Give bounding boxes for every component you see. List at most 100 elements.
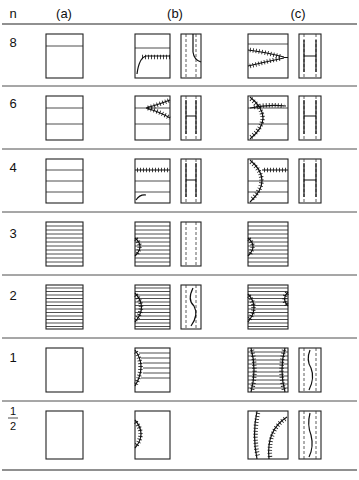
drawing-stroke (248, 50, 288, 66)
drawing-stroke (135, 288, 170, 327)
column-heading: (a) (56, 7, 72, 20)
row-number: 4 (9, 161, 16, 174)
drawing-stroke (304, 100, 316, 134)
drawing-stroke (135, 108, 170, 109)
row-half-panels (46, 411, 321, 459)
drawing-stroke (285, 293, 288, 305)
drawing-stroke (248, 411, 288, 459)
drawing-stroke (270, 419, 285, 457)
drawing-stroke (186, 285, 187, 329)
drawing-stroke (142, 55, 170, 60)
drawing-stroke (248, 288, 288, 327)
row-3-panels (46, 222, 288, 266)
drawing-stroke (248, 292, 288, 322)
drawing-stroke (136, 352, 141, 384)
drawing-stroke (135, 159, 170, 203)
drawing-stroke (264, 168, 288, 173)
drawing-stroke (46, 159, 83, 203)
drawing-stroke (186, 100, 196, 134)
fraction-numerator: 1 (10, 406, 16, 417)
drawing-stroke (135, 420, 141, 448)
row-number: 6 (9, 97, 16, 110)
fraction-denominator: 2 (10, 421, 16, 432)
drawing-stroke (135, 96, 170, 140)
drawing-stroke (250, 97, 286, 139)
drawing-stroke (299, 411, 321, 459)
drawing-stroke (135, 170, 170, 200)
drawing-stroke (135, 350, 141, 386)
drawing-stroke (190, 288, 196, 326)
drawing-stroke (46, 285, 83, 329)
drawing-stroke (196, 285, 197, 329)
drawing-stroke (304, 163, 316, 197)
drawing-stroke (46, 222, 83, 266)
drawing-stroke (249, 239, 253, 255)
drawing-stroke (2, 23, 357, 24)
drawing-stroke (46, 96, 83, 140)
column-heading: (b) (167, 7, 183, 20)
drawing-stroke (299, 34, 321, 78)
drawing-stroke (186, 163, 196, 197)
drawing-stroke (186, 222, 187, 266)
row-1-panels (46, 348, 321, 392)
drawing-stroke (251, 162, 262, 200)
drawing-stroke (135, 285, 170, 329)
drawing-stroke (282, 350, 285, 390)
drawing-stroke (137, 56, 170, 74)
drawing-stroke (248, 96, 288, 140)
drawing-stroke (46, 288, 83, 327)
drawing-stroke (135, 181, 170, 182)
drawing-stroke (181, 96, 201, 140)
drawing-stroke (46, 108, 83, 109)
drawing-stroke (2, 275, 357, 276)
drawing-stroke (2, 401, 357, 402)
drawing-stroke (248, 124, 288, 125)
drawing-stroke (248, 285, 288, 329)
drawing-stroke (135, 411, 170, 459)
drawing-stroke (248, 222, 288, 266)
drawing-stroke (135, 293, 142, 322)
drawing-stroke (304, 411, 305, 459)
drawing-stroke (136, 295, 141, 320)
drawing-stroke (181, 222, 201, 266)
drawing-stroke (136, 422, 141, 446)
drawing-stroke (2, 212, 357, 213)
row-number: 8 (9, 36, 16, 49)
drawing-stroke (250, 58, 282, 66)
drawing-stroke (46, 192, 83, 193)
drawing-stroke (135, 192, 170, 193)
table-rules (2, 24, 357, 470)
drawing-stroke (196, 222, 197, 266)
drawing-stroke (316, 348, 317, 392)
drawing-stroke (137, 168, 170, 173)
drawing-stroke (256, 413, 259, 457)
drawing-stroke (309, 413, 312, 457)
drawing-stroke (139, 353, 170, 378)
drawing-stroke (181, 34, 201, 78)
drawing-stroke (249, 296, 254, 320)
drawing-stroke (2, 338, 357, 339)
drawing-stroke (304, 40, 316, 72)
drawing-stroke (146, 100, 170, 118)
row-8-panels (46, 34, 321, 78)
drawing-stroke (252, 350, 255, 390)
drawing-stroke (2, 86, 357, 87)
drawing-stroke (135, 222, 170, 266)
drawing-stroke (46, 181, 83, 182)
drawing-stroke (186, 34, 187, 78)
drawing-stroke (46, 34, 83, 78)
row-number: 3 (9, 227, 16, 240)
drawing-stroke (135, 226, 170, 262)
drawing-stroke (8, 418, 18, 419)
drawing-stroke (299, 159, 321, 203)
drawing-stroke (148, 100, 170, 108)
drawing-stroke (135, 238, 140, 256)
drawing-stroke (46, 46, 83, 47)
drawing-stroke (148, 108, 170, 118)
drawing-stroke (135, 34, 170, 78)
drawing-stroke (181, 159, 201, 203)
drawing-stroke (248, 181, 288, 182)
drawing-stroke (248, 348, 288, 392)
